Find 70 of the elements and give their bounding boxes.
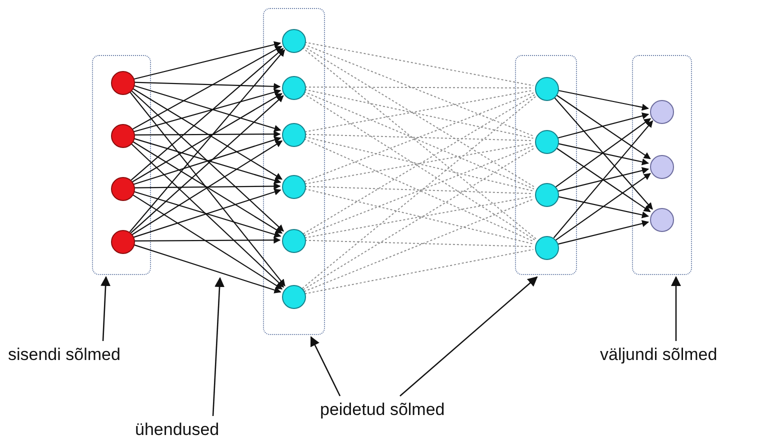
layer-box	[632, 55, 692, 275]
connection-arrow	[556, 94, 651, 160]
output-node	[650, 155, 674, 179]
connection-arrow	[132, 46, 282, 130]
connection-arrow	[134, 41, 282, 80]
connection-line	[304, 86, 534, 88]
connection-line	[302, 147, 536, 290]
connection-line	[304, 248, 534, 294]
connection-line	[304, 44, 534, 137]
connection-arrow	[132, 194, 283, 290]
connection-line	[304, 240, 534, 248]
connection-arrow	[558, 220, 650, 245]
connection-arrow	[557, 112, 650, 138]
connection-line	[304, 198, 534, 292]
connection-arrow	[558, 167, 650, 192]
connection-arrow	[133, 244, 282, 294]
connection-arrow	[556, 173, 651, 241]
hidden-node	[535, 130, 559, 154]
connection-arrow	[555, 118, 652, 188]
connection-arrow	[134, 130, 281, 138]
hidden-node	[282, 123, 306, 147]
connection-line	[304, 186, 534, 194]
input-node	[111, 177, 135, 201]
connection-arrow	[558, 196, 649, 218]
connection-arrow	[130, 48, 284, 181]
connection-arrow	[129, 49, 286, 232]
connection-line	[304, 196, 534, 238]
input-node	[111, 230, 135, 254]
connection-arrow	[553, 120, 654, 238]
node-label: ühendused	[135, 420, 220, 440]
connection-line	[302, 47, 536, 240]
connection-arrow	[134, 82, 281, 90]
connection-arrow	[558, 90, 649, 111]
connection-line	[304, 142, 534, 184]
connection-line	[302, 46, 536, 188]
hidden-node	[282, 285, 306, 309]
hidden-node	[535, 236, 559, 260]
connection-line	[302, 96, 536, 289]
connection-arrow	[130, 142, 284, 288]
connection-arrow	[558, 143, 649, 166]
connection-line	[304, 136, 534, 192]
leader-arrow	[310, 336, 341, 396]
hidden-node	[282, 29, 306, 53]
leader-arrow	[212, 277, 225, 416]
leader-arrow	[671, 276, 681, 341]
connection-arrow	[129, 91, 286, 286]
hidden-node	[282, 76, 306, 100]
node-label: peidetud sõlmed	[320, 400, 445, 420]
hidden-node	[282, 175, 306, 199]
hidden-node	[535, 183, 559, 207]
connection-arrow	[134, 182, 281, 190]
node-label: väljundi sõlmed	[600, 345, 718, 365]
connection-line	[304, 188, 534, 244]
leader-arrow	[100, 276, 111, 342]
node-label: sisendi sõlmed	[8, 345, 120, 365]
input-node	[111, 71, 135, 95]
hidden-node	[282, 229, 306, 253]
connection-arrow	[556, 147, 651, 212]
layer-box	[92, 55, 151, 275]
layer-box	[515, 55, 577, 275]
input-node	[111, 124, 135, 148]
connection-arrow	[554, 96, 653, 210]
connection-line	[304, 134, 534, 142]
layer-box	[263, 8, 325, 335]
connection-line	[304, 42, 534, 86]
output-node	[650, 100, 674, 124]
connection-arrow	[134, 236, 281, 244]
output-node	[650, 208, 674, 232]
leader-arrow	[400, 276, 538, 396]
hidden-node	[535, 77, 559, 101]
